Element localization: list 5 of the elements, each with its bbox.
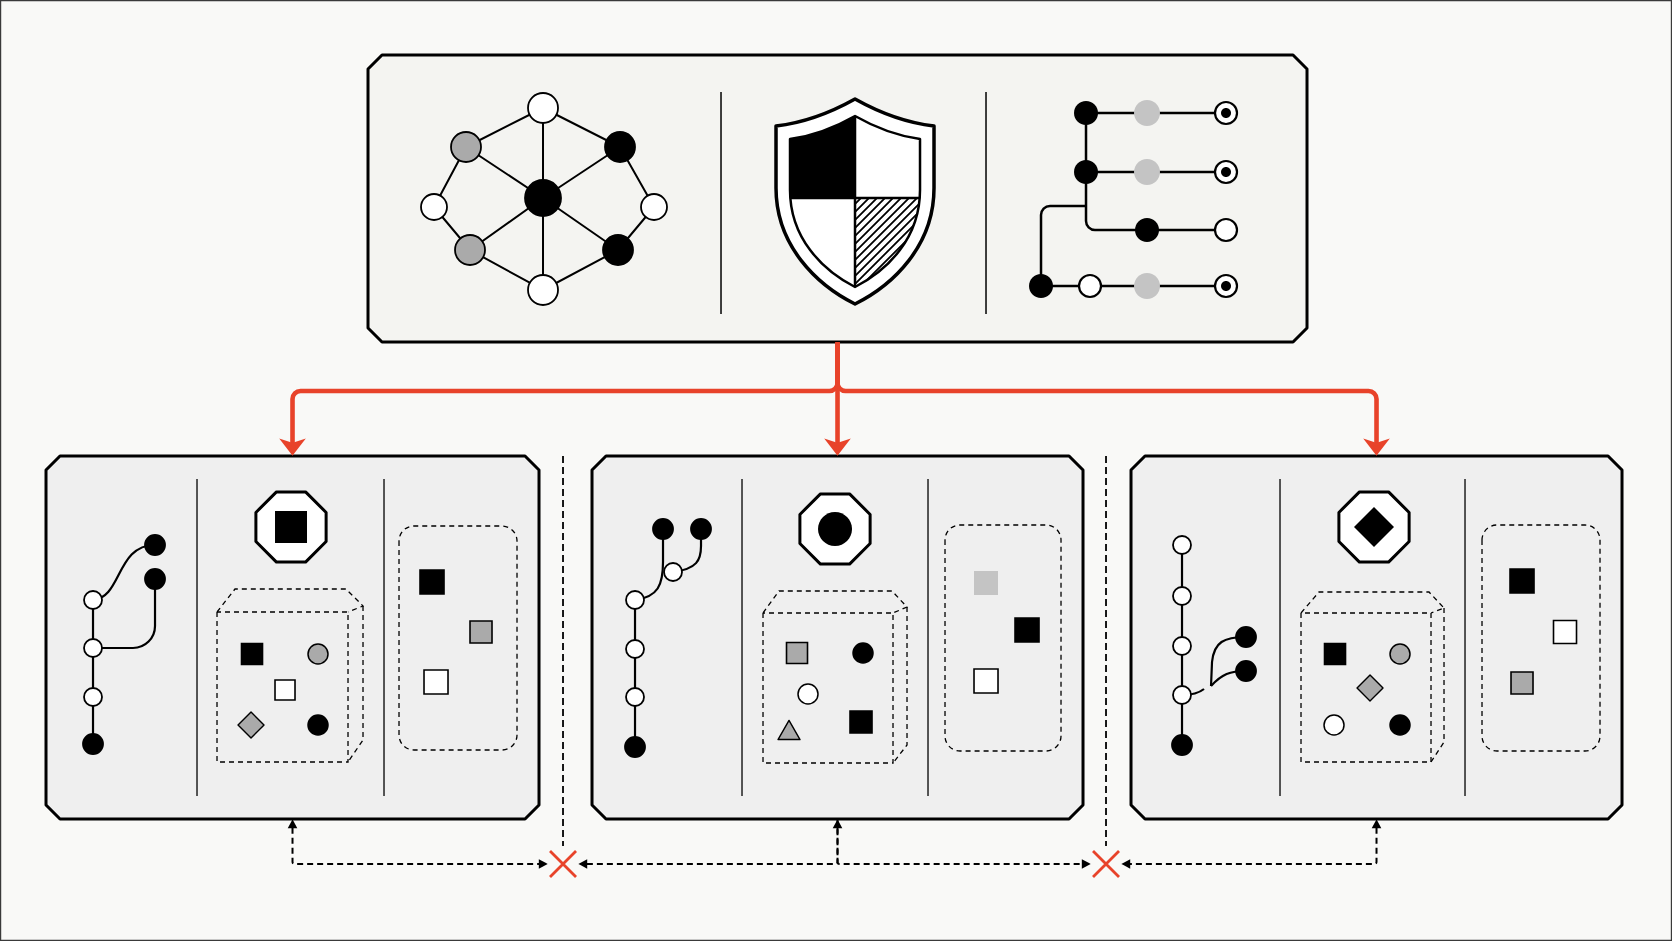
cross-mark bbox=[548, 849, 578, 879]
panel-box bbox=[590, 454, 1085, 821]
panel-box bbox=[1129, 454, 1624, 821]
panel-box bbox=[44, 454, 541, 821]
cross-mark bbox=[1091, 849, 1121, 879]
